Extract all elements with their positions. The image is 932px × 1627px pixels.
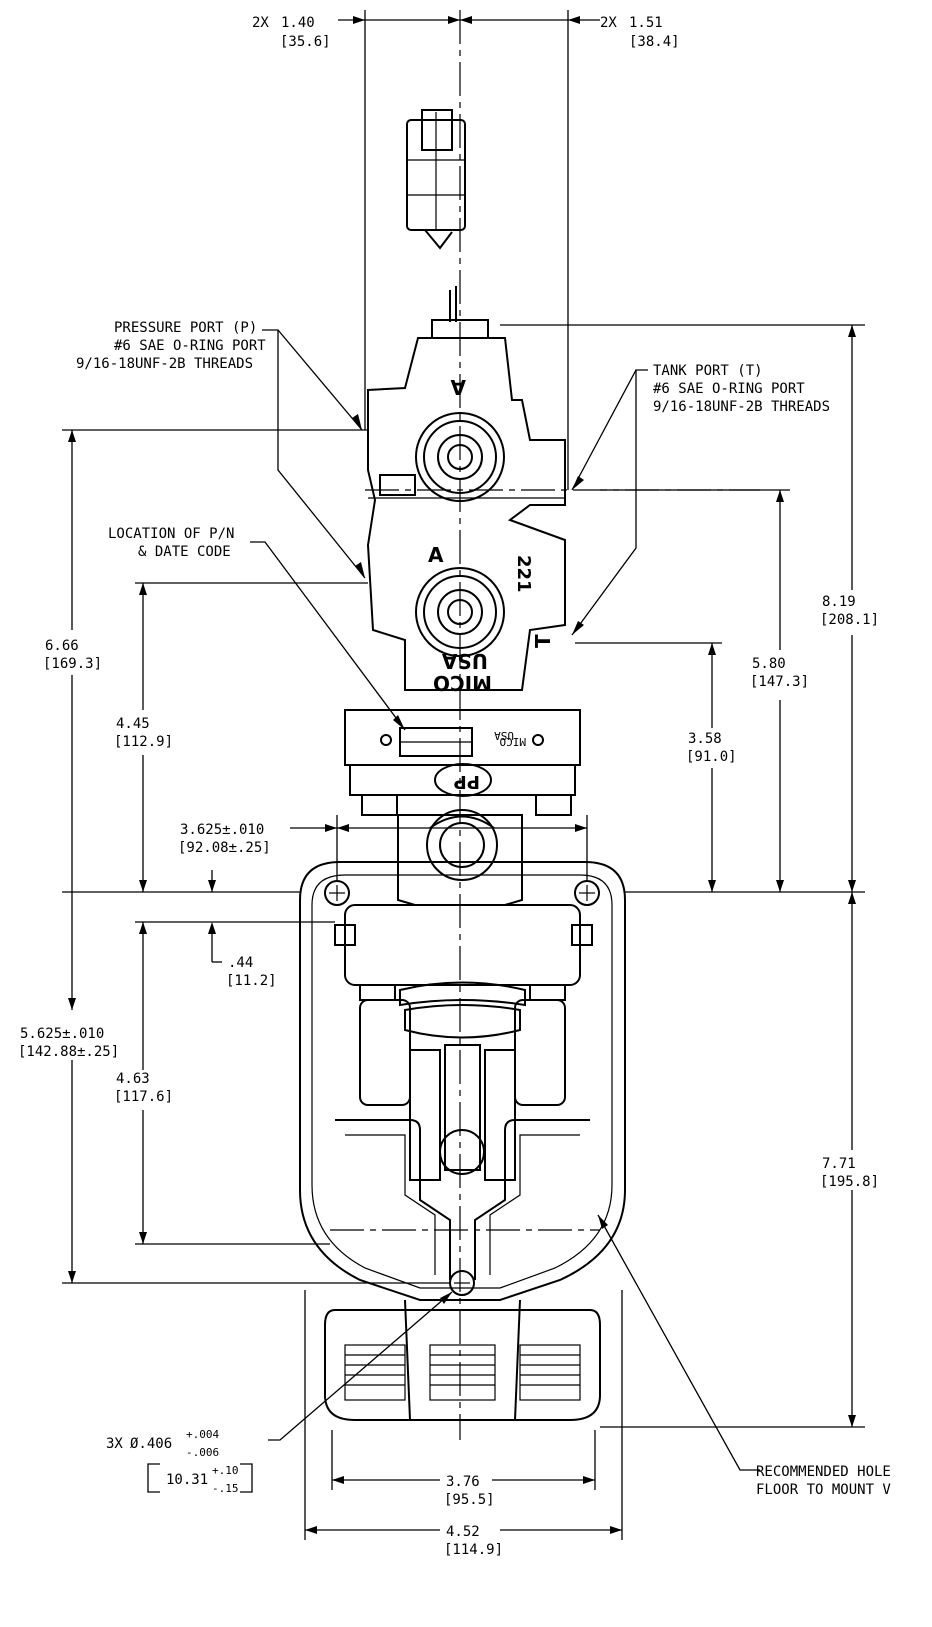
dim-lower-height-mm: [195.8]	[820, 1174, 879, 1190]
country-marking: USA	[441, 649, 488, 673]
dim-left-height-mm: [169.3]	[43, 656, 102, 672]
part-number-marking: 221	[513, 555, 534, 593]
dim-outlet-height-mm: [91.0]	[686, 749, 737, 765]
dim-top-right-count: 2X	[600, 15, 617, 31]
foot-pedal	[324, 1299, 601, 1421]
brand-marking: MICO	[433, 671, 492, 695]
dimension-lines	[62, 10, 865, 1540]
solenoid-connector	[406, 109, 466, 322]
dim-overall-height-value: 8.19	[822, 594, 856, 610]
dim-width-outer-value: 4.52	[446, 1524, 480, 1540]
recommended-line1: RECOMMENDED HOLE	[756, 1464, 891, 1480]
hole-tol-plus: +.004	[186, 1428, 219, 1441]
dim-top-left-mm: [35.6]	[280, 34, 331, 50]
base-flange	[299, 861, 626, 1301]
dim-left-height-value: 6.66	[45, 638, 79, 654]
hole-mm-plus: +.10	[212, 1464, 239, 1477]
dim-offset-mm: [11.2]	[226, 973, 277, 989]
pn-location-line1: LOCATION OF P/N	[108, 526, 234, 542]
dim-lower-height-value: 7.71	[822, 1156, 856, 1172]
tank-port-line3: 9/16-18UNF-2B THREADS	[653, 399, 830, 415]
hole-mm-minus: -.15	[212, 1482, 239, 1495]
hole-mm-value: 10.31	[166, 1472, 208, 1488]
valve-body	[366, 319, 566, 691]
pn-location-line2: & DATE CODE	[138, 544, 231, 560]
dim-width-inner-value: 3.76	[446, 1474, 480, 1490]
dim-hole-spacing-value: 3.625±.010	[180, 822, 264, 838]
pressure-port-line2: #6 SAE O-RING PORT	[114, 338, 266, 354]
dim-tank-height-value: 5.80	[752, 656, 786, 672]
mounting-plate	[344, 709, 581, 816]
upper-port-marking: A	[450, 375, 466, 399]
pedal-mechanism	[334, 904, 593, 1280]
tank-port-line2: #6 SAE O-RING PORT	[653, 381, 805, 397]
hole-tol-minus: -.006	[186, 1446, 219, 1459]
plate-country-marking: USA	[494, 729, 514, 742]
dim-hole-vertical-mm: [142.88±.25]	[18, 1044, 119, 1060]
recommended-line2: FLOOR TO MOUNT V	[756, 1482, 891, 1498]
pp-marking: PP	[454, 771, 480, 792]
dim-hole-spacing-mm: [92.08±.25]	[178, 840, 271, 856]
dim-overall-height-mm: [208.1]	[820, 612, 879, 628]
dim-hole-vertical-value: 5.625±.010	[20, 1026, 104, 1042]
dim-top-left-count: 2X	[252, 15, 269, 31]
dim-offset-value: .44	[228, 955, 253, 971]
hole-count: 3X	[106, 1436, 123, 1452]
center-lines	[330, 10, 760, 1440]
tank-marking: T	[531, 634, 555, 648]
dim-top-right-mm: [38.4]	[629, 34, 680, 50]
hole-mm-bracket	[147, 1463, 253, 1493]
dim-top-left-value: 1.40	[281, 15, 315, 31]
lower-port-marking: A	[428, 543, 444, 567]
arrowheads	[68, 16, 856, 1534]
pressure-port-line3: 9/16-18UNF-2B THREADS	[76, 356, 253, 372]
dim-outlet-height-value: 3.58	[688, 731, 722, 747]
dim-tank-height-mm: [147.3]	[750, 674, 809, 690]
plate-brand-marking: MICO	[500, 735, 527, 748]
dim-width-outer-mm: [114.9]	[444, 1542, 503, 1558]
dim-pedal-height-mm: [117.6]	[114, 1089, 173, 1105]
tank-port-line1: TANK PORT (T)	[653, 363, 763, 379]
dim-pedal-height-value: 4.63	[116, 1071, 150, 1087]
dim-pn-height-mm: [112.9]	[114, 734, 173, 750]
dim-pn-height-value: 4.45	[116, 716, 150, 732]
hole-diameter: Ø.406	[130, 1436, 172, 1452]
dim-top-right-value: 1.51	[629, 15, 663, 31]
pressure-port-line1: PRESSURE PORT (P)	[114, 320, 257, 336]
dim-width-inner-mm: [95.5]	[444, 1492, 495, 1508]
leader-lines	[250, 329, 760, 1471]
